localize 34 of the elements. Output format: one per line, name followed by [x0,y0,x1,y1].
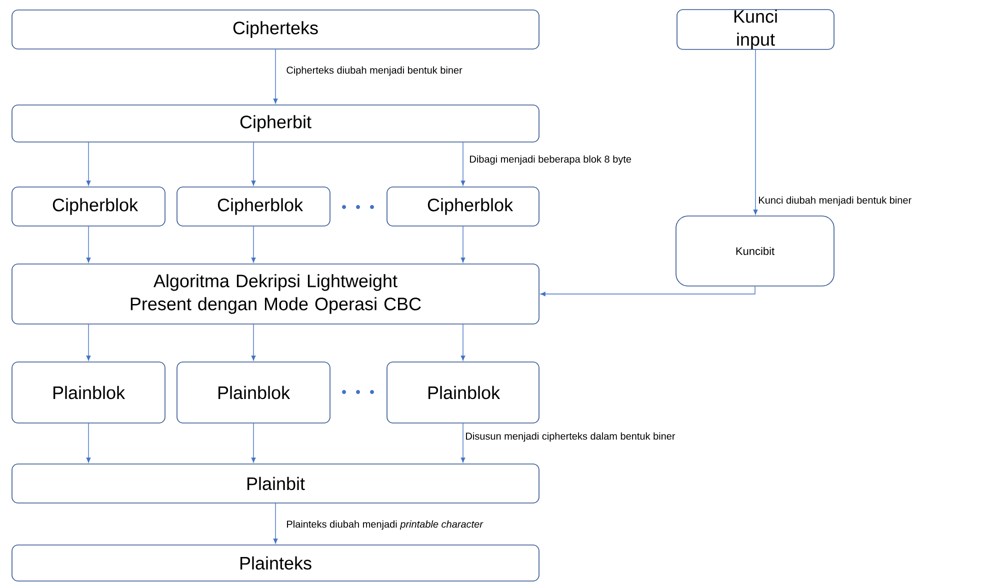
process-box: Cipherblok [176,186,330,226]
process-box: Plainteks [12,544,540,582]
arrow [251,324,256,361]
arrow [753,49,758,215]
process-box: Algoritma Dekripsi Lightweight Present dengan Mode Operasi CBC [12,264,540,324]
edge-label: Dibagi menjadi beberapa blok 8 byte [468,154,633,166]
arrow [540,286,756,296]
arrow [86,226,91,263]
arrow [86,142,91,186]
process-box: Plainblok [12,362,166,424]
edge-label: Kunci diubah menjadi bentuk biner [757,195,913,207]
edge-label: Cipherteks diubah menjadi bentuk biner [285,65,464,77]
process-box: Cipherbit [12,104,540,142]
edge-label: Disusun menjadi cipherteks dalam bentuk biner [464,431,676,443]
arrow [460,423,466,463]
arrow [251,142,256,186]
edge-label: Plainteks diubah menjadi printable character [285,519,484,531]
arrow [460,324,466,361]
arrow [460,226,466,263]
arrow [251,226,256,263]
arrow [86,423,91,463]
arrow [273,49,278,104]
process-box: Plainblok [176,362,330,424]
arrow [251,423,256,463]
process-box: Cipherblok [386,186,540,226]
process-box: Cipherblok [12,186,166,226]
process-box: Kuncibit [676,216,834,286]
process-box: Plainblok [386,362,540,424]
arrow [460,142,466,186]
arrow [86,324,91,361]
process-box: Kunci input [676,9,834,50]
arrow [273,503,278,544]
process-box: Plainbit [12,464,540,504]
process-box: Cipherteks [12,10,540,50]
